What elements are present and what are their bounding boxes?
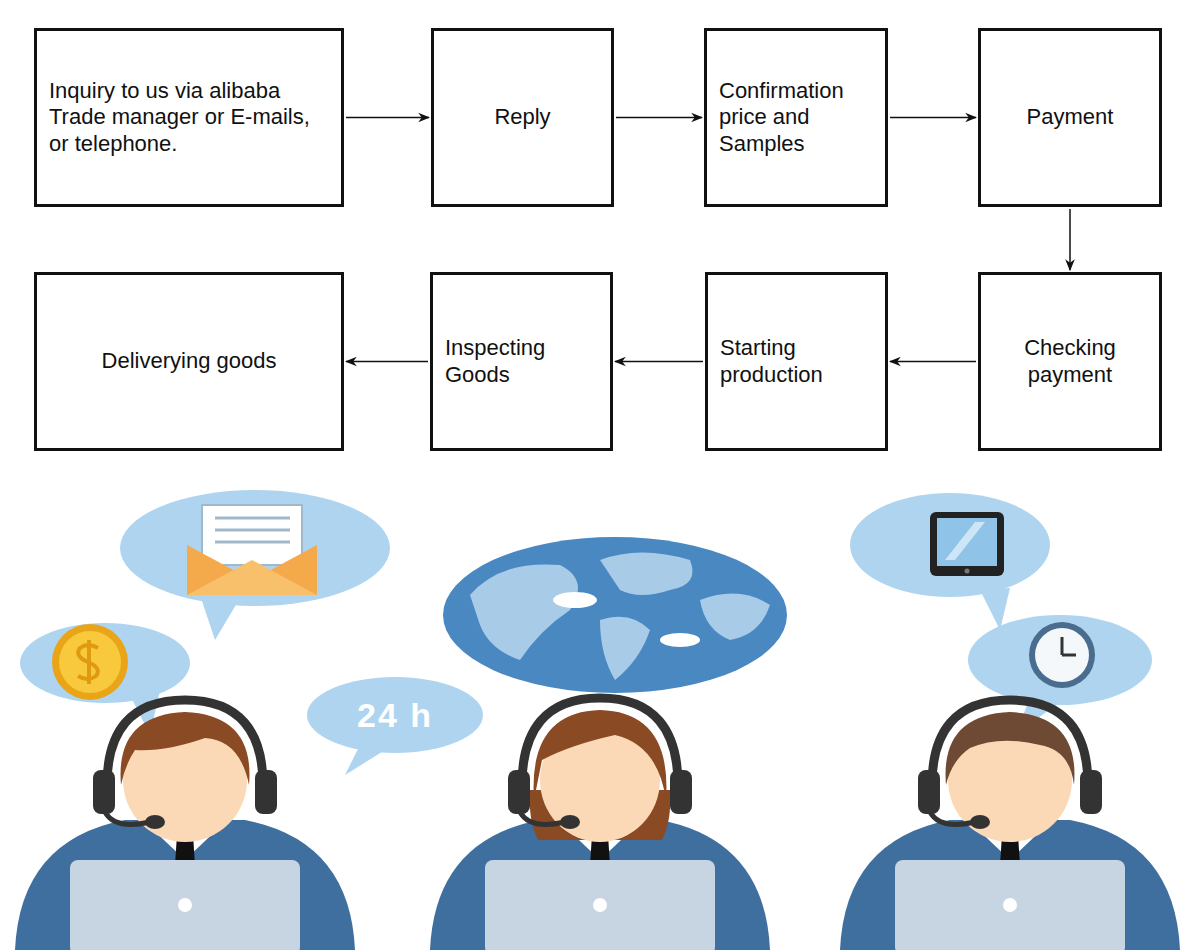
step-label: Inspecting Goods bbox=[445, 335, 598, 388]
flow-arrow bbox=[890, 361, 976, 363]
flow-arrow bbox=[890, 117, 976, 119]
step-label: Payment bbox=[993, 104, 1147, 130]
process-box: Reply bbox=[431, 28, 614, 207]
process-box: Starting production bbox=[705, 272, 888, 451]
flow-arrow bbox=[616, 117, 702, 119]
process-box: Inspecting Goods bbox=[430, 272, 613, 451]
process-box: Payment bbox=[978, 28, 1162, 207]
tablet-icon bbox=[930, 512, 1004, 576]
step-label: Starting production bbox=[720, 335, 873, 388]
step-label: Reply bbox=[446, 104, 599, 130]
step-label: Deliverying goods bbox=[49, 348, 329, 374]
flow-arrow bbox=[346, 361, 428, 363]
flow-arrow bbox=[346, 117, 429, 119]
clock-icon bbox=[1029, 622, 1095, 688]
process-box: Checking payment bbox=[978, 272, 1162, 451]
process-box: Confirmation price and Samples bbox=[704, 28, 888, 207]
flow-arrow bbox=[1069, 209, 1071, 270]
globe-icon bbox=[443, 537, 787, 693]
step-label: Inquiry to us via alibaba Trade manager … bbox=[49, 78, 329, 157]
operators bbox=[15, 698, 1180, 950]
hours-badge-text: 24 h bbox=[357, 696, 433, 735]
flow-arrow bbox=[615, 361, 703, 363]
envelope-icon bbox=[187, 505, 317, 595]
step-label: Confirmation price and Samples bbox=[719, 78, 873, 157]
process-box: Deliverying goods bbox=[34, 272, 344, 451]
process-box: Inquiry to us via alibaba Trade manager … bbox=[34, 28, 344, 207]
coin-icon bbox=[52, 624, 128, 700]
step-label: Checking payment bbox=[993, 335, 1147, 388]
